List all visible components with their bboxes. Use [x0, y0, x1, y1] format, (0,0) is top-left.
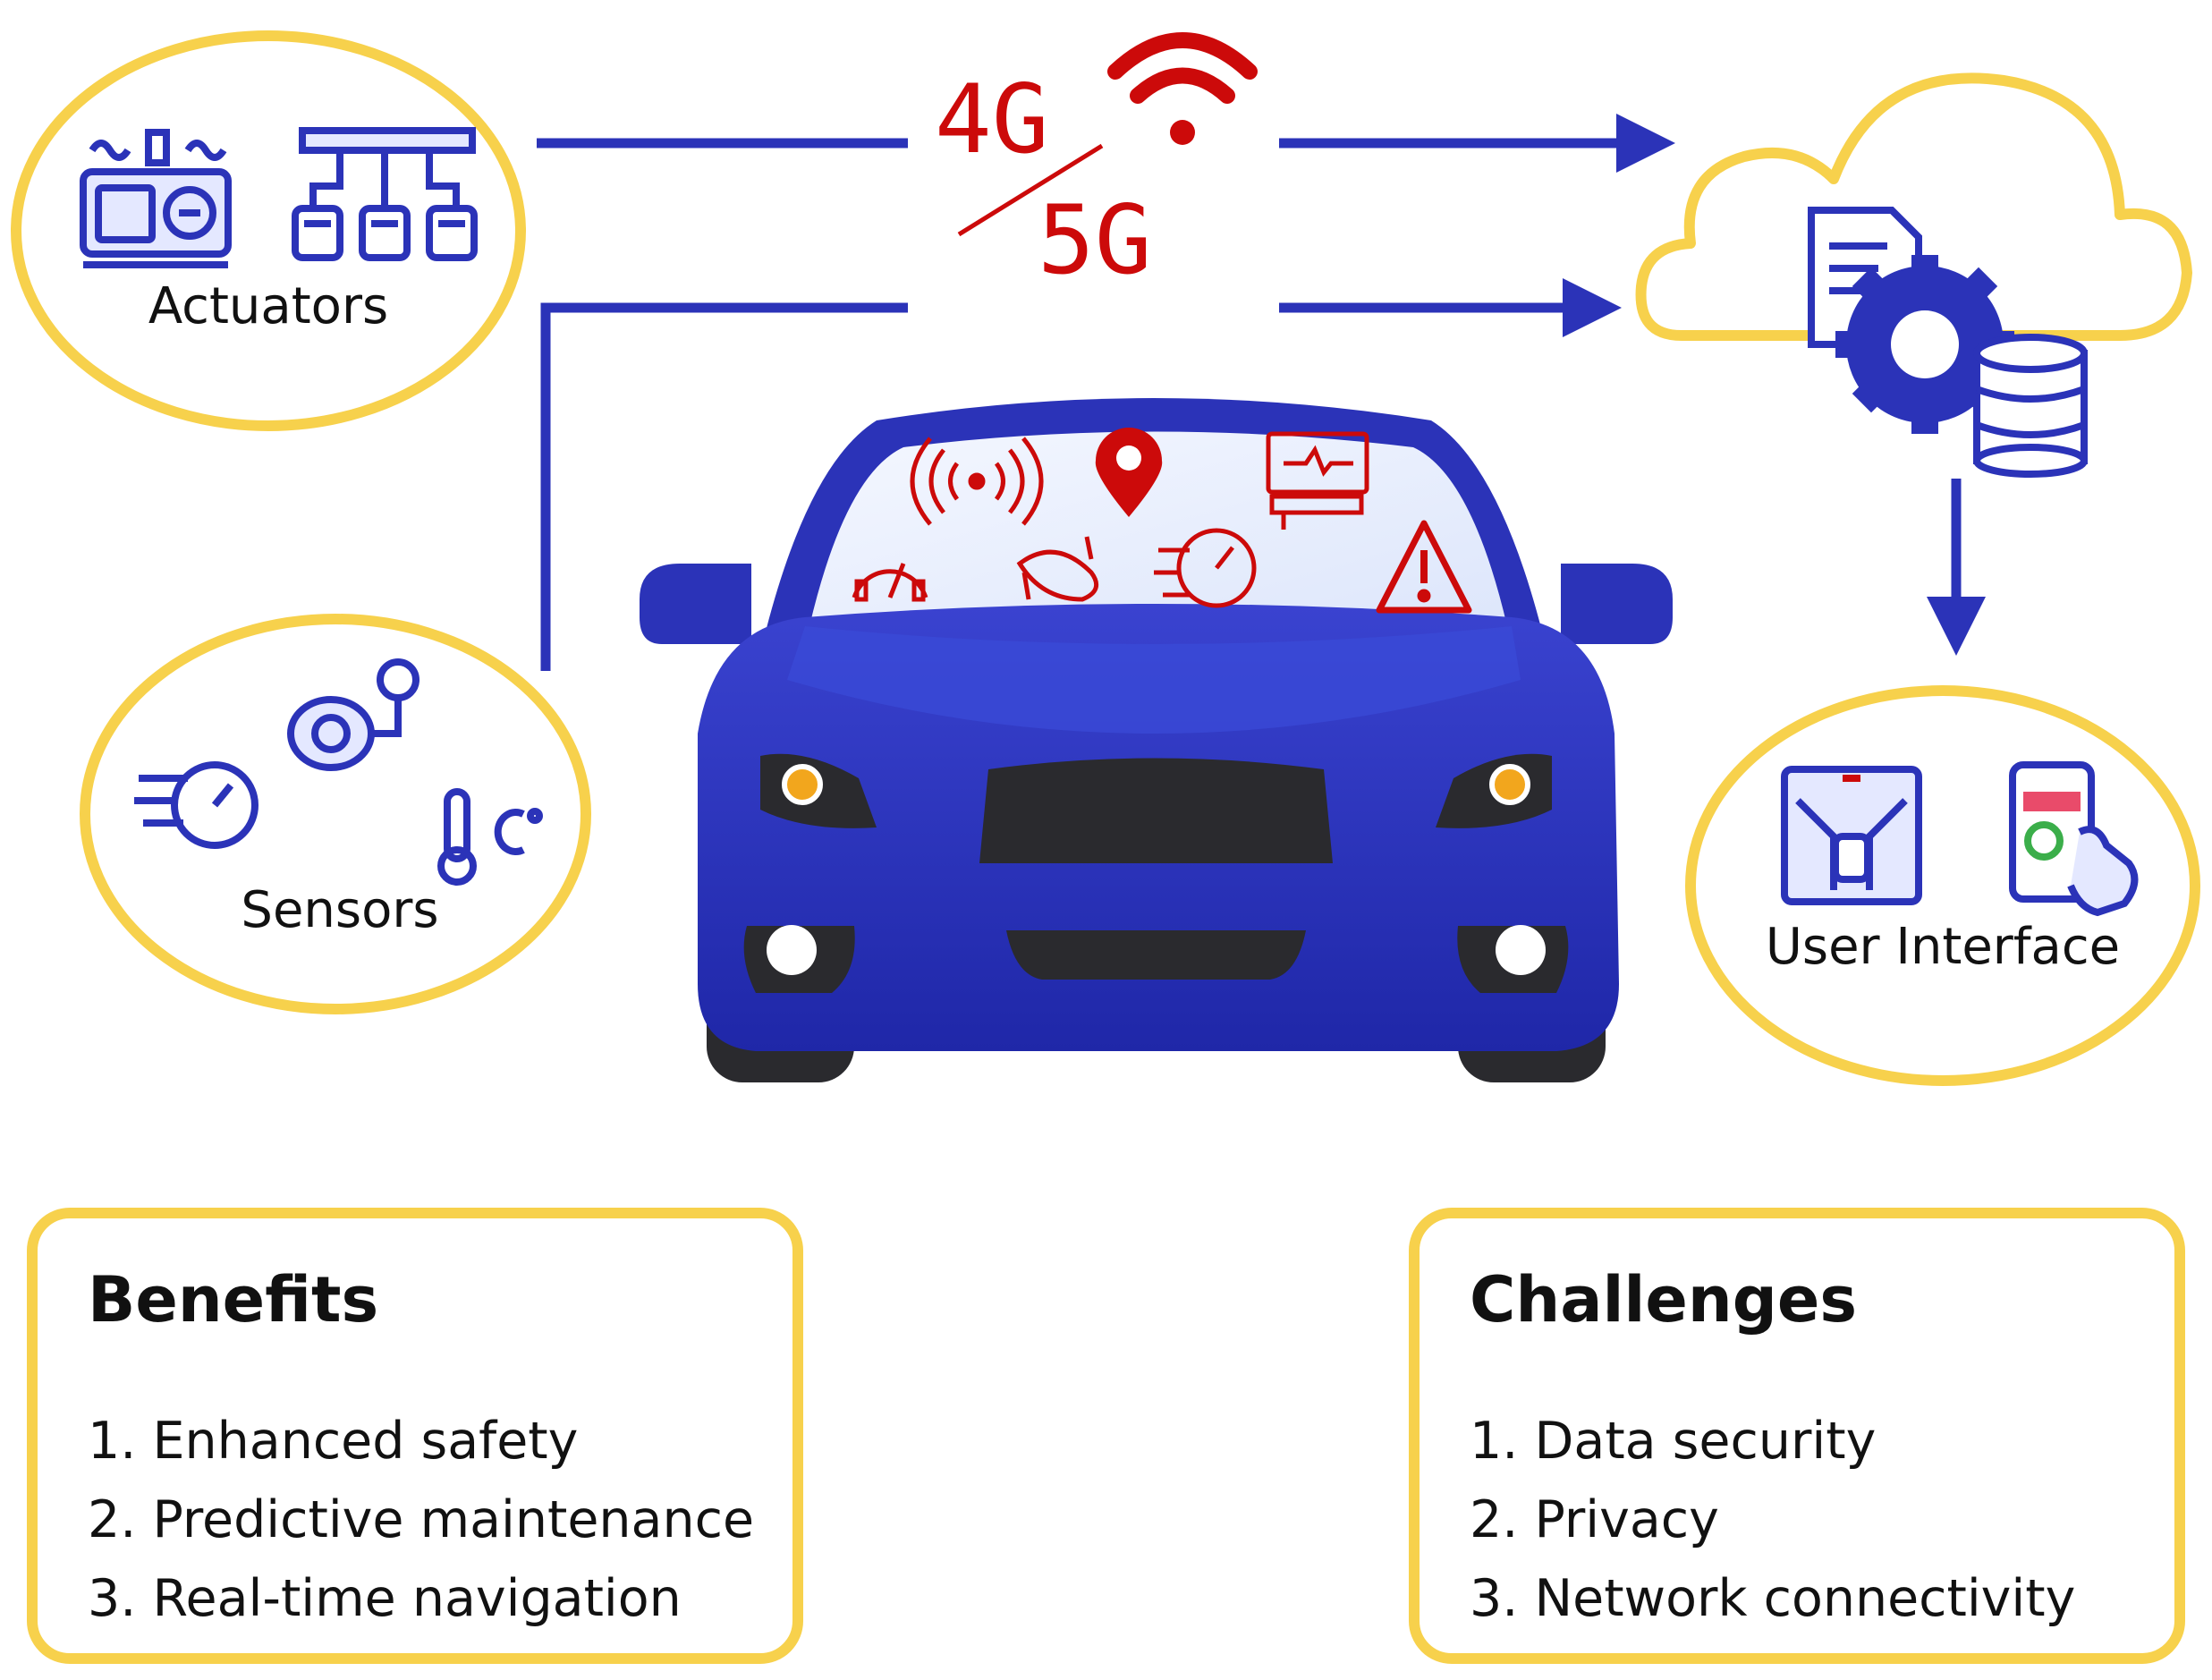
network-indicator: 4G 5G	[935, 32, 1258, 295]
smartphone-touch-icon	[2009, 761, 2139, 917]
benefit-item: 1. Enhanced safety	[88, 1412, 579, 1471]
benefit-item: 2. Predictive maintenance	[88, 1490, 755, 1549]
network-divider	[957, 143, 1104, 237]
challenges-panel: Challenges 1. Data security 2. Privacy 3…	[1409, 1208, 2185, 1664]
challenge-item: 1. Data security	[1470, 1412, 1877, 1471]
challenges-title: Challenges	[1470, 1263, 1857, 1336]
actuator-panel-icon	[80, 129, 232, 268]
radio-wave-icon	[910, 437, 1044, 526]
thermometer-icon	[437, 788, 543, 886]
sensors-label: Sensors	[241, 881, 439, 939]
monitor-icon	[1266, 431, 1369, 530]
user-interface-label: User Interface	[1765, 918, 2121, 976]
benefits-list: 1. Enhanced safety 2. Predictive mainten…	[88, 1402, 754, 1638]
connections	[537, 114, 1986, 671]
network-4g-label: 4G	[935, 64, 1049, 174]
warning-icon	[1376, 520, 1472, 614]
wifi-signal-icon	[1107, 32, 1258, 145]
challenge-item: 2. Privacy	[1470, 1490, 1719, 1549]
navigation-screen-icon	[1781, 766, 1922, 905]
actuators-label: Actuators	[148, 277, 389, 335]
benefits-panel: Benefits 1. Enhanced safety 2. Predictiv…	[27, 1208, 803, 1664]
user-interface-node: User Interface	[1685, 685, 2200, 1086]
cloud-icon	[1635, 72, 2192, 341]
gear-icon	[1835, 255, 2014, 434]
sensors-link-line	[540, 302, 908, 671]
speed-gauge-icon	[1154, 528, 1257, 608]
speedometer-icon	[134, 761, 258, 849]
database-icon	[1973, 334, 2088, 478]
location-pin-icon	[1095, 428, 1163, 517]
challenge-item: 3. Network connectivity	[1470, 1569, 2076, 1628]
cloud-node	[1635, 72, 2192, 478]
benefit-item: 3. Real-time navigation	[88, 1569, 682, 1628]
sensors-node: Sensors	[80, 614, 591, 1014]
challenges-list: 1. Data security 2. Privacy 3. Network c…	[1470, 1402, 2075, 1638]
turbo-gauge-icon	[287, 658, 420, 771]
wiper-icon	[1016, 536, 1099, 602]
car-icon	[640, 398, 1673, 1082]
windshield-icons	[852, 428, 1472, 614]
network-5g-label: 5G	[1038, 185, 1152, 295]
pedals-icon	[292, 127, 478, 261]
benefits-title: Benefits	[88, 1263, 379, 1336]
fuel-gauge-icon	[852, 563, 928, 602]
actuators-node: Actuators	[11, 30, 526, 431]
